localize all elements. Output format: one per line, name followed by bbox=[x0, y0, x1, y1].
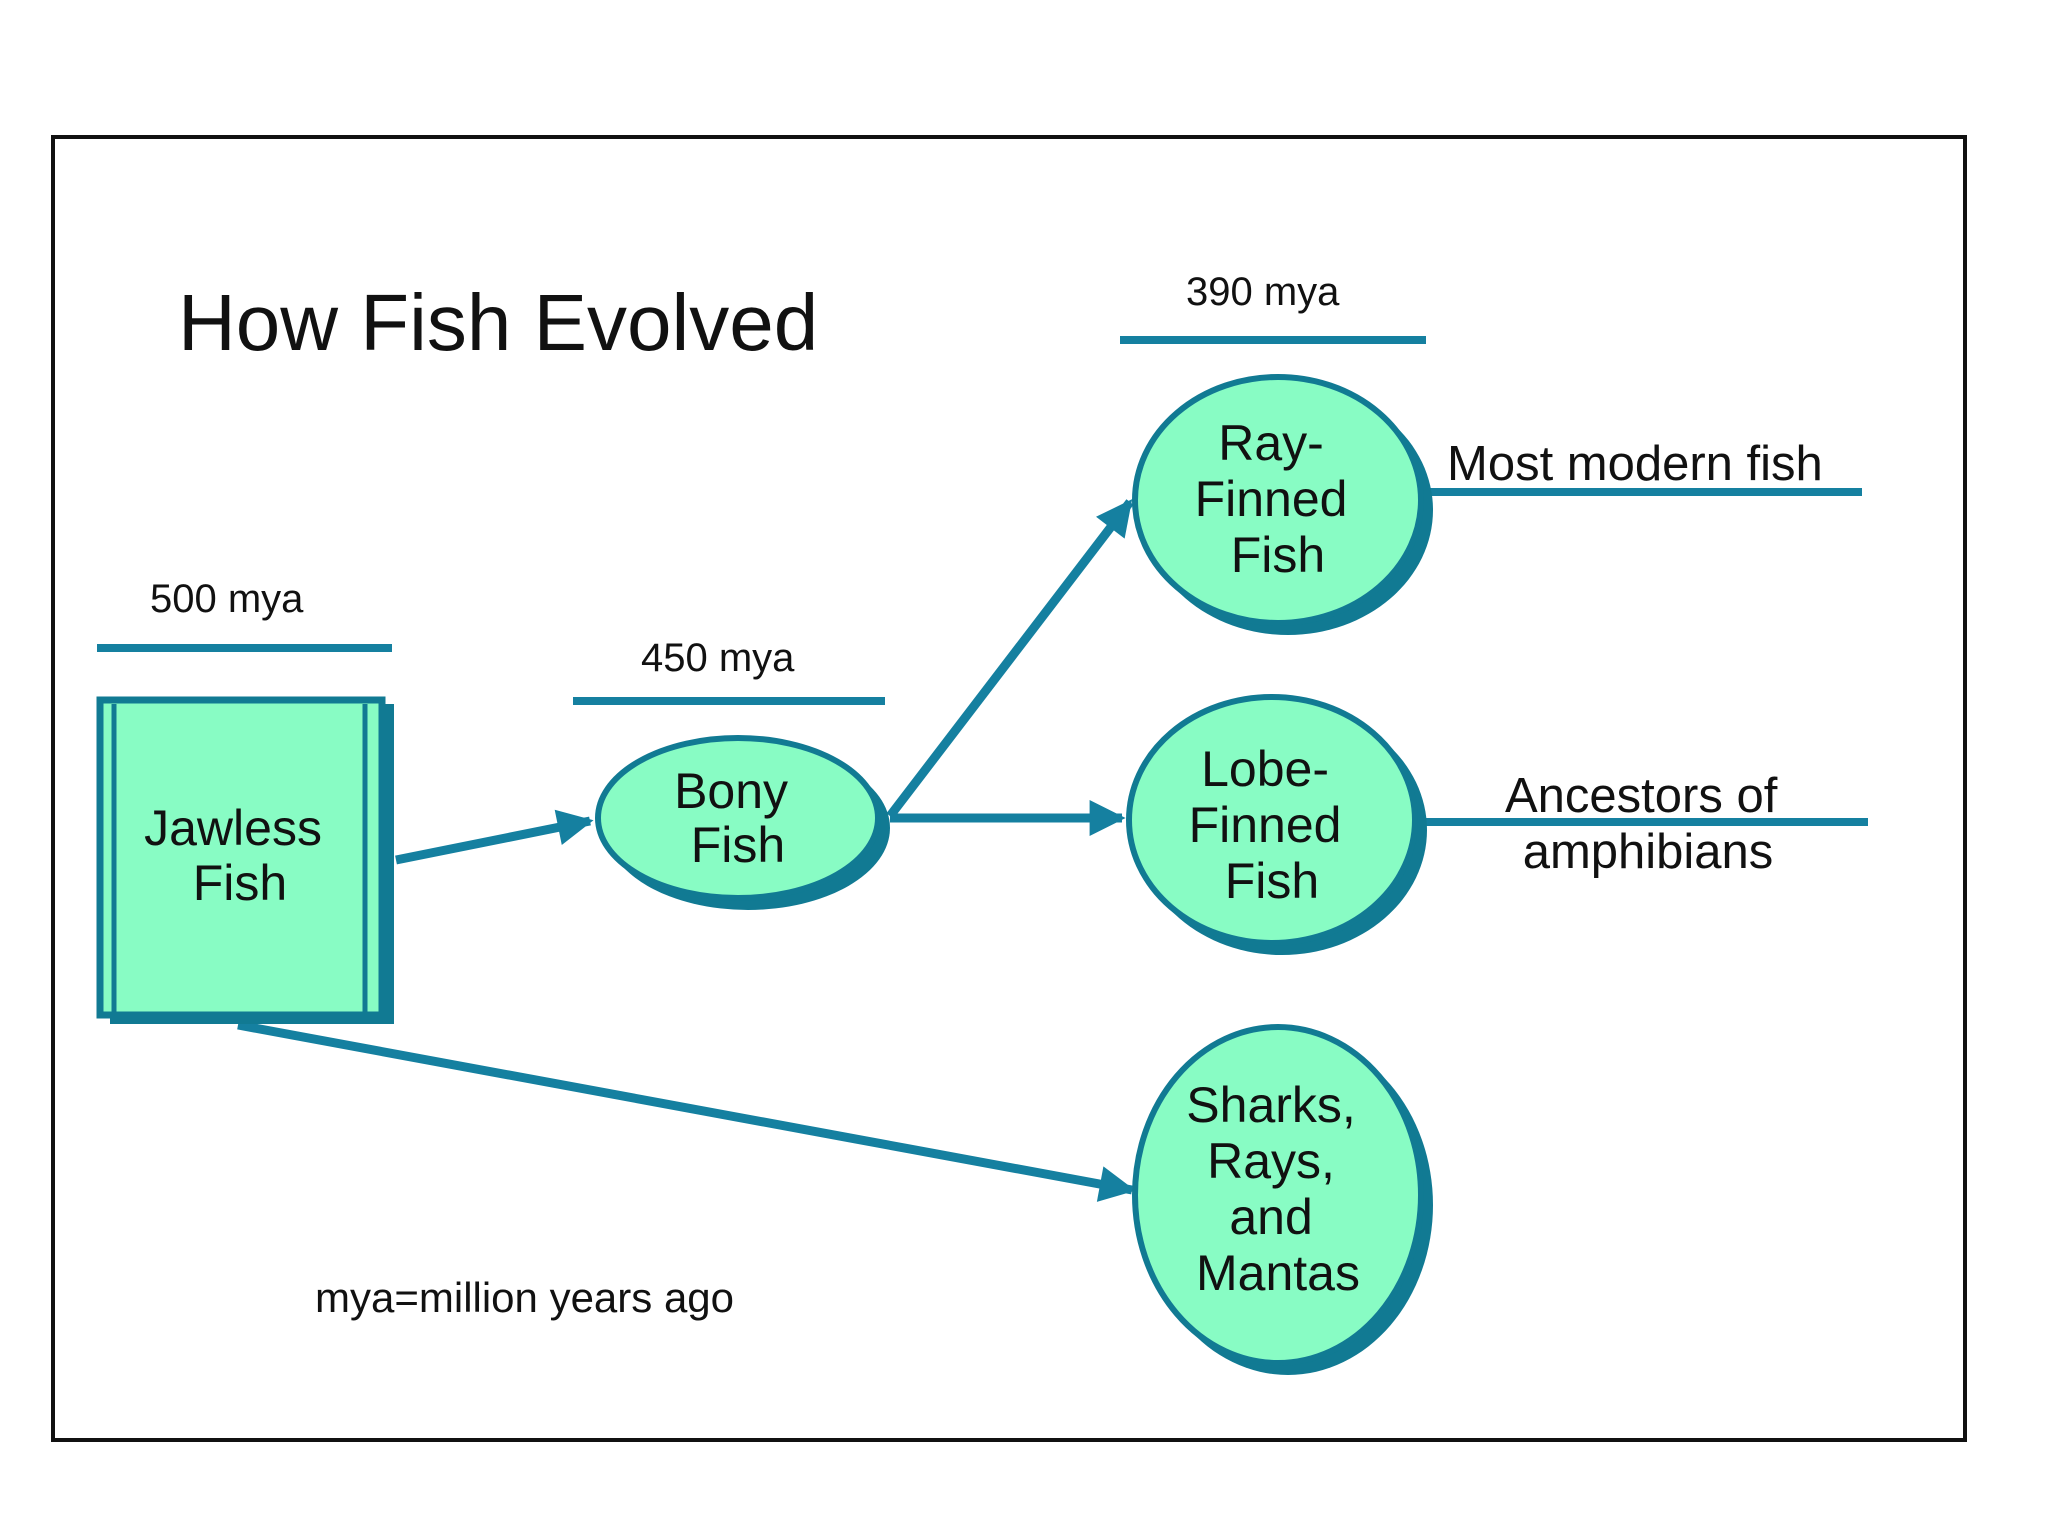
node-ray-line-3: Fish bbox=[1231, 527, 1325, 583]
node-sharks-rays-mantas: Sharks, Rays, and Mantas bbox=[1132, 1024, 1433, 1375]
node-jawless-box bbox=[96, 696, 386, 1019]
note-ancestors-amphibians: Ancestors of amphibians bbox=[1505, 769, 1791, 879]
node-jawless-fish: Jawless Fish bbox=[96, 696, 394, 1024]
era-label-450: 450 mya bbox=[641, 636, 795, 680]
node-sharks-ellipse bbox=[1132, 1024, 1424, 1366]
node-jawless-label: Jawless Fish bbox=[144, 800, 336, 911]
node-ray-finned-fish: Ray- Finned Fish bbox=[1132, 374, 1433, 635]
node-lobe-line-2: Finned bbox=[1189, 797, 1342, 853]
node-bony-line-2: Fish bbox=[691, 817, 785, 873]
connectors bbox=[237, 488, 1868, 1202]
node-jawless-line-1: Jawless bbox=[144, 800, 322, 856]
node-ray-line-2: Finned bbox=[1195, 471, 1348, 527]
node-bony-ellipse bbox=[595, 735, 881, 901]
node-lobe-line-1: Lobe- bbox=[1201, 741, 1329, 797]
arrow-jawless-to-bony bbox=[395, 809, 594, 865]
node-sharks-label: Sharks, Rays, and Mantas bbox=[1186, 1077, 1369, 1301]
diagram-title: How Fish Evolved bbox=[178, 278, 818, 367]
era-marker-500: 500 mya bbox=[97, 577, 392, 652]
note-most-modern-fish: Most modern fish bbox=[1447, 437, 1823, 491]
node-ray-ellipse bbox=[1132, 374, 1424, 626]
node-sharks-line-4: Mantas bbox=[1196, 1245, 1360, 1301]
arrow-bony-to-ray bbox=[886, 499, 1134, 819]
node-lobe-label: Lobe- Finned Fish bbox=[1189, 741, 1356, 909]
node-bony-line-1: Bony bbox=[674, 763, 788, 819]
node-bony-fish: Bony Fish bbox=[595, 735, 890, 910]
footnote-mya: mya=million years ago bbox=[315, 1274, 734, 1321]
era-label-500: 500 mya bbox=[150, 577, 304, 621]
node-ray-label: Ray- Finned Fish bbox=[1195, 415, 1362, 583]
node-bony-label: Bony Fish bbox=[674, 763, 802, 873]
node-lobe-line-3: Fish bbox=[1225, 853, 1319, 909]
diagram-frame bbox=[51, 135, 1967, 1442]
note-ancestors-line-2: amphibians bbox=[1523, 825, 1774, 879]
node-lobe-finned-fish: Lobe- Finned Fish bbox=[1126, 694, 1427, 955]
note-ancestors-line-1: Ancestors of bbox=[1505, 769, 1778, 823]
arrow-jawless-to-sharks bbox=[237, 1020, 1136, 1202]
era-label-390: 390 mya bbox=[1186, 270, 1340, 314]
node-jawless-line-2: Fish bbox=[193, 855, 287, 911]
node-ray-line-1: Ray- bbox=[1218, 415, 1324, 471]
node-sharks-line-3: and bbox=[1229, 1189, 1312, 1245]
era-marker-450: 450 mya bbox=[573, 636, 885, 705]
node-lobe-ellipse bbox=[1126, 694, 1418, 946]
era-marker-390: 390 mya bbox=[1120, 270, 1426, 344]
node-sharks-line-1: Sharks, bbox=[1186, 1077, 1356, 1133]
node-sharks-line-2: Rays, bbox=[1207, 1133, 1335, 1189]
